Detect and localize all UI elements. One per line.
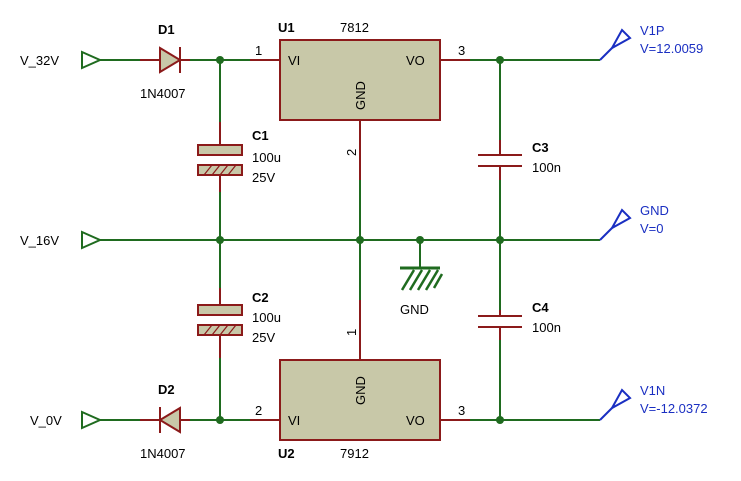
probe-v1n-name: V1N	[640, 383, 665, 398]
terminal-arrow-icon	[81, 50, 103, 70]
diode-d2-ref: D2	[158, 382, 175, 397]
regulator-body	[279, 39, 441, 121]
capacitor-c1-ref: C1	[252, 128, 269, 143]
terminal-arrow-icon	[81, 410, 103, 430]
regulator-u1-pin1-num: 1	[255, 43, 262, 58]
diode-triangle-icon	[158, 406, 181, 434]
regulator-u2-pin2-num: 2	[255, 403, 262, 418]
regulator-u1-pin-vi: VI	[288, 53, 300, 68]
diode-triangle-icon	[159, 46, 182, 74]
capacitor-c3-value: 100n	[532, 160, 561, 175]
regulator-u2-pin-vo: VO	[406, 413, 425, 428]
probe-gnd-reading: V=0	[640, 221, 664, 236]
input-label-v0: V_0V	[30, 413, 62, 428]
regulator-u1-ref: U1	[278, 20, 295, 35]
probe-arrow-icon	[609, 208, 632, 231]
diode-d2-value: 1N4007	[140, 446, 186, 461]
regulator-u1-pin2-num: 2	[344, 149, 359, 156]
capacitor-c2[interactable]: C2 100u 25V	[197, 288, 281, 358]
junction-node	[496, 236, 504, 244]
probe-v1p-name: V1P	[640, 23, 665, 38]
regulator-body	[279, 359, 441, 441]
probe-gnd[interactable]: GND V=0	[599, 203, 669, 241]
junctions	[216, 56, 504, 424]
probe-gnd-name: GND	[640, 203, 669, 218]
diode-d2[interactable]: D2 1N4007	[140, 382, 190, 461]
junction-node	[496, 56, 504, 64]
diode-d1-ref: D1	[158, 22, 175, 37]
capacitor-c2-voltage: 25V	[252, 330, 275, 345]
input-label-v16: V_16V	[20, 233, 59, 248]
capacitor-c2-ref: C2	[252, 290, 269, 305]
capacitor-plate-icon	[197, 144, 243, 156]
input-terminal-v32[interactable]: V_32V	[20, 50, 103, 70]
probe-v1n-reading: V=-12.0372	[640, 401, 708, 416]
capacitor-c2-value: 100u	[252, 310, 281, 325]
regulator-u2-pin1-num: 1	[344, 329, 359, 336]
diode-d1-value: 1N4007	[140, 86, 186, 101]
junction-node	[216, 56, 224, 64]
terminal-arrow-icon	[81, 230, 103, 250]
regulator-u2-ref: U2	[278, 446, 295, 461]
probe-v1n[interactable]: V1N V=-12.0372	[500, 383, 708, 421]
capacitor-plate-icon	[197, 304, 243, 316]
junction-node	[216, 416, 224, 424]
regulator-u2[interactable]: U2 7912 VI VO GND 1 2 3	[250, 300, 470, 461]
wires	[100, 59, 600, 421]
capacitor-c1[interactable]: C1 100u 25V	[197, 122, 281, 192]
regulator-u2-pin-vi: VI	[288, 413, 300, 428]
capacitor-c4[interactable]: C4 100n	[478, 300, 561, 340]
regulator-u2-pin-gnd: GND	[353, 376, 368, 405]
regulator-u1-pin-vo: VO	[406, 53, 425, 68]
probe-v1p-reading: V=12.0059	[640, 41, 703, 56]
capacitor-c3-ref: C3	[532, 140, 549, 155]
junction-node	[356, 236, 364, 244]
ground-label: GND	[400, 302, 429, 317]
regulator-u1[interactable]: U1 7812 VI VO GND 1 2 3	[250, 20, 470, 180]
junction-node	[216, 236, 224, 244]
junction-node	[416, 236, 424, 244]
regulator-u1-pin3-num: 3	[458, 43, 465, 58]
capacitor-c3[interactable]: C3 100n	[478, 140, 561, 180]
probe-arrow-icon	[609, 388, 632, 411]
capacitor-c1-voltage: 25V	[252, 170, 275, 185]
probe-arrow-icon	[609, 28, 632, 51]
input-label-v32: V_32V	[20, 53, 59, 68]
capacitor-c4-ref: C4	[532, 300, 549, 315]
diode-d1[interactable]: D1 1N4007	[140, 22, 190, 101]
capacitor-c1-value: 100u	[252, 150, 281, 165]
regulator-u2-part: 7912	[340, 446, 369, 461]
regulator-u1-part: 7812	[340, 20, 369, 35]
capacitor-c4-value: 100n	[532, 320, 561, 335]
input-terminal-v16[interactable]: V_16V	[20, 230, 103, 250]
ground-symbol[interactable]: GND	[400, 266, 444, 317]
regulator-u1-pin-gnd: GND	[353, 81, 368, 110]
probe-v1p[interactable]: V1P V=12.0059	[599, 23, 703, 61]
input-terminal-v0[interactable]: V_0V	[30, 410, 103, 430]
regulator-u2-pin3-num: 3	[458, 403, 465, 418]
